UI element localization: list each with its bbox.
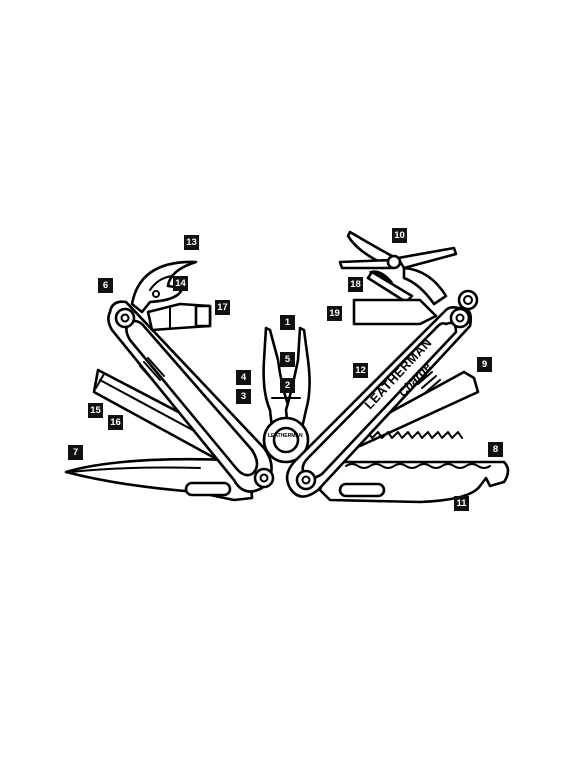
callout-2: 2 [280,378,295,393]
serrated-blade-tool [318,460,510,504]
callout-1: 1 [280,315,295,330]
brand-registered-mark: ® [421,337,429,345]
callout-13: 13 [184,235,199,250]
callout-11: 11 [454,496,469,511]
pliers-tool: LEATHERMAN [262,326,311,464]
callout-9: 9 [477,357,492,372]
bottle-opener-tool [130,260,198,314]
callout-17: 17 [215,300,230,315]
handle-left [107,300,275,493]
callout-12: 12 [353,363,368,378]
callout-3: 3 [236,389,251,404]
pivot-brand-text: LEATHERMAN [268,433,303,439]
callout-18: 18 [348,277,363,292]
callout-19: 19 [327,306,342,321]
callout-5: 5 [280,352,295,367]
callout-15: 15 [88,403,103,418]
plain-blade-tool [64,457,254,502]
scissors-tool [338,230,458,306]
bit-driver-tool [146,302,212,332]
handle-right: LEATHERMAN ® Charge [285,306,473,498]
callout-4: 4 [236,370,251,385]
callout-6: 6 [98,278,113,293]
callout-16: 16 [108,415,123,430]
callout-7: 7 [68,445,83,460]
callout-14: 14 [173,276,188,291]
callout-8: 8 [488,442,503,457]
callout-10: 10 [392,228,407,243]
